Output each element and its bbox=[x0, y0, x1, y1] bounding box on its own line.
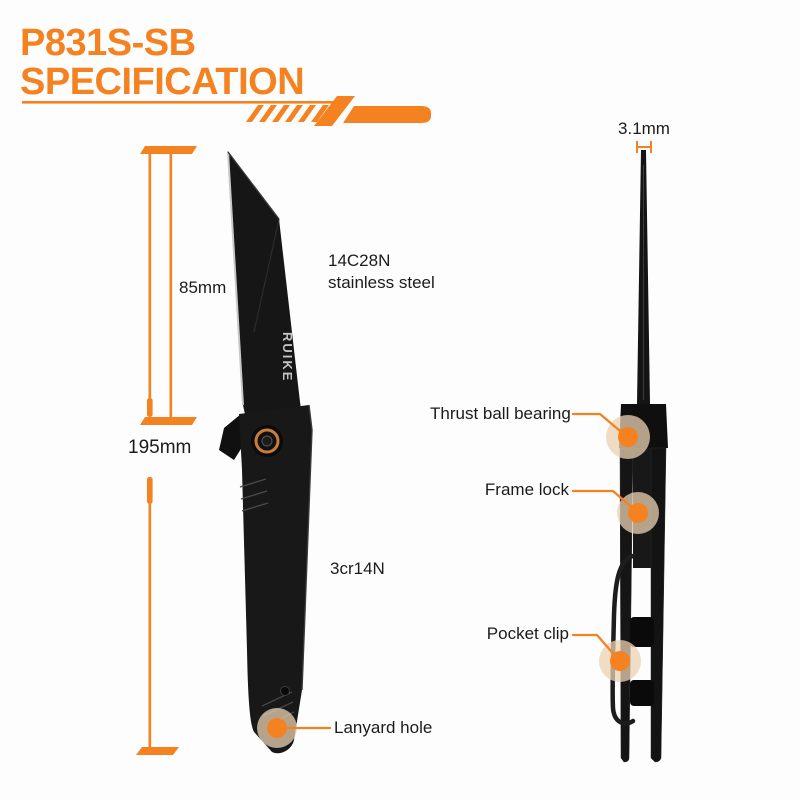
blade-swedge-line bbox=[227, 151, 280, 220]
blade-thickness-label: 3.1mm bbox=[618, 119, 670, 138]
dimension-85mm-line bbox=[169, 154, 173, 417]
blade-steel-line1: 14C28N bbox=[328, 251, 391, 270]
flipper-tab bbox=[219, 414, 244, 460]
blade-steel-line2: stainless steel bbox=[328, 272, 435, 292]
callout-graphics bbox=[257, 412, 659, 748]
model-title: P831S-SB bbox=[20, 22, 196, 64]
standoff-spacer-upper bbox=[630, 617, 654, 647]
handle-edge-highlight bbox=[301, 404, 313, 691]
dimension-top-cap bbox=[140, 146, 197, 154]
lanyard-hole-label: Lanyard hole bbox=[334, 718, 433, 737]
accent-chevron bbox=[314, 96, 355, 126]
blade-grind-line bbox=[253, 218, 280, 333]
frame-rail-right bbox=[650, 447, 667, 763]
blade-steel-label: 14C28N stainless steel bbox=[328, 250, 435, 294]
accent-underline bbox=[22, 101, 333, 104]
dimension-195mm-line-lower bbox=[148, 504, 152, 747]
handle-screw bbox=[280, 686, 290, 696]
dimension-195mm-line-upper bbox=[148, 154, 152, 398]
knife-front-illustration: RUIKE bbox=[219, 150, 313, 754]
dimension-195mm-nub-upper bbox=[147, 398, 153, 417]
lanyard-hole-dot bbox=[267, 718, 287, 738]
dimension-85mm-bottom-cap bbox=[140, 417, 197, 425]
leader-line-thrust-ball-bearing bbox=[571, 412, 628, 438]
leader-line-frame-lock bbox=[571, 489, 638, 513]
brand-logo-text: RUIKE bbox=[280, 332, 295, 382]
callout-halos bbox=[257, 415, 659, 748]
accent-stripes bbox=[246, 105, 329, 122]
header-accent-decoration bbox=[22, 96, 431, 126]
thickness-marker bbox=[636, 141, 652, 153]
page-title: SPECIFICATION bbox=[20, 61, 305, 103]
leader-line-pocket-clip bbox=[571, 633, 619, 660]
handle-grooves-top bbox=[239, 478, 269, 512]
frame-lock-label: Frame lock bbox=[484, 480, 569, 499]
blade-length-label: 85mm bbox=[179, 278, 227, 297]
dimension-195mm-bottom-cap bbox=[136, 747, 179, 755]
dimension-195mm-nub-lower bbox=[147, 477, 153, 504]
thrust-ball-bearing-dot bbox=[618, 427, 638, 447]
overall-length-label: 195mm bbox=[128, 437, 192, 458]
handle-steel-label: 3cr14N bbox=[330, 559, 385, 578]
pivot-screw bbox=[251, 425, 283, 457]
blade bbox=[228, 151, 303, 424]
thrust-ball-bearing-label: Thrust ball bearing bbox=[430, 404, 571, 423]
accent-bar bbox=[343, 106, 431, 123]
pocket-clip-dot bbox=[610, 651, 630, 671]
standoff-spacer-lower bbox=[630, 680, 654, 706]
handle bbox=[239, 405, 312, 754]
pocket-clip-label: Pocket clip bbox=[486, 624, 569, 643]
blade-edge-highlight bbox=[227, 150, 244, 406]
frame-lock-dot bbox=[628, 503, 648, 523]
dimension-graphics bbox=[136, 141, 652, 755]
